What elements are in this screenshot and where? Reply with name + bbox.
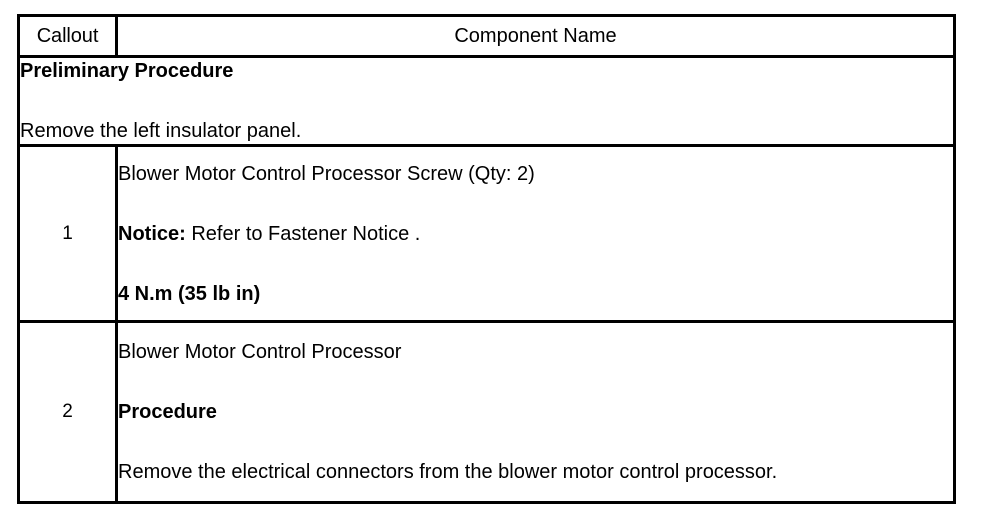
component-callout-table: Callout Component Name Preliminary Proce… [17,14,956,504]
spacer [20,84,953,118]
spacer [118,365,953,399]
notice-label: Notice: [118,222,186,245]
header-cell-callout: Callout [17,14,118,58]
preliminary-procedure-text: Remove the left insulator panel. [20,120,302,142]
table-row: 1 Blower Motor Control Processor Screw (… [17,144,956,323]
header-cell-component-name: Component Name [115,14,956,58]
spacer [118,247,953,281]
torque-spec-1: 4 N.m (35 lb in) [118,282,261,305]
notice-text: Refer to Fastener Notice . [185,222,421,245]
component-description-1: Blower Motor Control Processor Screw (Qt… [115,144,956,323]
preliminary-procedure-heading: Preliminary Procedure [20,60,234,82]
procedure-step-2: Remove the electrical connectors from th… [118,461,778,483]
table-header-row: Callout Component Name [17,14,956,58]
notice-line-1: Notice: Refer to Fastener Notice . [118,221,953,247]
procedure-heading-2: Procedure [118,401,217,423]
spacer [118,425,953,459]
spacer [118,187,953,221]
component-title-1: Blower Motor Control Processor Screw (Qt… [118,162,535,185]
table-row: 2 Blower Motor Control Processor Procedu… [17,320,956,504]
component-description-2: Blower Motor Control Processor Procedure… [115,320,956,504]
component-title-2: Blower Motor Control Processor [118,341,402,363]
preliminary-procedure-row: Preliminary Procedure Remove the left in… [17,55,956,147]
callout-number-1: 1 [17,144,118,323]
callout-number-2: 2 [17,320,118,504]
preliminary-procedure-cell: Preliminary Procedure Remove the left in… [17,55,956,147]
